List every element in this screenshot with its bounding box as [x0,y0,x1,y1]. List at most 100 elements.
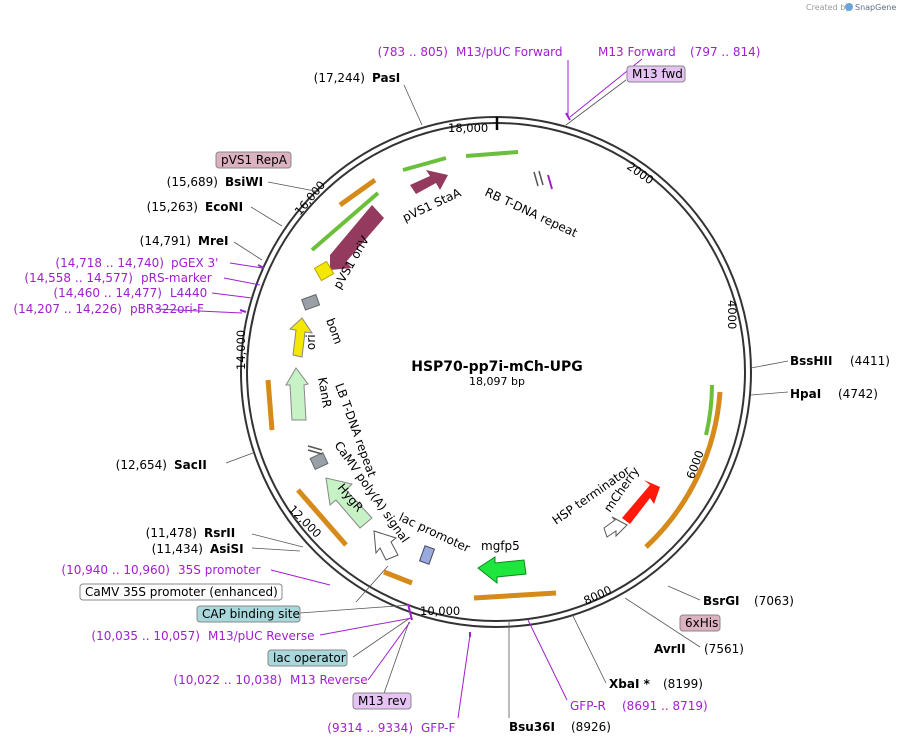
primer-name: GFP-R [570,699,606,713]
lac-operator-box[interactable] [267,649,348,667]
snapgene-logo-icon [845,3,853,11]
ori-small-box[interactable] [313,260,335,282]
pvs1-oriv-arrow[interactable] [330,205,384,270]
kanr-arrow[interactable] [285,367,309,421]
orf-bottom-2[interactable] [473,590,557,601]
boxed-label: M13 rev [358,694,407,708]
enzyme-name: XbaI * [609,677,651,691]
feature-arrows [265,150,723,601]
leader-lines [225,79,789,718]
mgfp5-arrow[interactable] [477,556,527,585]
enzyme-name: EcoNI [205,200,243,214]
hsp-terminator-arrow[interactable] [603,516,628,538]
primer-range: (10,035 .. 10,057) [91,629,200,643]
watermark-brand: SnapGene [855,3,896,12]
enzyme-pos: (14,791) [140,234,191,248]
pvs1-repa-box[interactable] [215,151,292,169]
tick-label: 16,000 [292,178,329,218]
m13-rev-box[interactable] [352,692,412,710]
enzyme-pos: (17,244) [314,71,365,85]
enzyme-name: BsrGI [703,594,740,608]
camv35s-box[interactable] [79,583,283,601]
boxed-label: 6xHis [685,616,718,630]
primer-name: M13/pUC Reverse [208,629,315,643]
primer-range: (14,718 .. 14,740) [55,256,164,270]
primer-name: M13 Reverse [290,673,368,687]
primer-name: 35S promoter [178,563,260,577]
enzyme-pos: (15,263) [147,200,198,214]
enzyme-pos: (15,689) [167,175,218,189]
enzyme-pos: (4742) [838,387,878,401]
orf-left-1[interactable] [338,177,377,208]
cap-binding-box[interactable] [196,605,301,623]
tick-label: 14,000 [234,330,248,370]
orf-top-2[interactable] [402,156,447,172]
primer-range: (9314 .. 9334) [327,721,413,735]
enzyme-name: Bsu36I [509,720,555,734]
6xhis-box[interactable] [679,614,721,632]
primer-name: M13/pUC Forward [456,45,563,59]
primer-marks [239,112,571,637]
tick-label: 4000 [725,300,739,329]
enzyme-labels: (17,244) PasI (15,689) BsiWI (15,263) Ec… [116,71,890,734]
boxed-label: CAP binding site [202,607,300,621]
orf-top[interactable] [465,150,519,158]
tick-label: 10,000 [420,604,460,618]
tick-label: 18,000 [448,121,488,135]
enzyme-pos: (7561) [704,642,744,656]
orf-left-2[interactable] [310,191,380,252]
primer-name: pGEX 3' [171,256,218,270]
boxed-label: CaMV 35S promoter (enhanced) [85,585,278,599]
orf-right-2[interactable] [704,384,714,436]
rb-tdna-repeat-mark[interactable] [533,170,544,187]
enzyme-name: HpaI [790,387,821,401]
hygr-arrow[interactable] [325,477,373,529]
enzyme-pos: (8199) [663,677,703,691]
m13-fwd-box[interactable] [626,65,686,83]
lac-operator-mark[interactable] [418,545,436,565]
primer-range: (14,207 .. 14,226) [13,302,122,316]
pvs1-staa-arrow[interactable] [410,170,448,194]
feature-label: RB T-DNA repeat [483,185,580,240]
boxed-label: pVS1 RepA [221,153,288,167]
tick-label: 12,000 [286,502,324,540]
enzyme-name: PasI [372,71,400,85]
orf-bottom-1[interactable] [383,569,413,586]
orf-left-3[interactable] [265,379,275,431]
enzyme-name: BssHII [790,354,832,368]
camv-polya-box[interactable] [309,451,329,471]
primer-range: (14,558 .. 14,577) [24,271,133,285]
primer-range: (10,940 .. 10,960) [61,563,170,577]
enzyme-pos: (12,654) [116,458,167,472]
primer-name: pRS-marker [141,271,212,285]
plasmid-length: 18,097 bp [469,375,525,388]
lac-promoter-arrow[interactable] [373,530,399,561]
enzyme-name: MreI [198,234,228,248]
primer-name: L4440 [170,286,207,300]
bom-box[interactable] [301,293,321,311]
mcherry-arrow[interactable] [622,480,660,524]
lb-tdna-repeat-mark[interactable] [307,445,323,455]
feature-label: ori [304,334,318,350]
watermark-created-by: Created by [806,3,850,12]
enzyme-name: SacII [174,458,207,472]
feature-label: mgfp5 [481,539,520,553]
boxed-label: M13 fwd [632,67,683,81]
orf-right-1[interactable] [644,391,723,549]
enzyme-pos: (11,434) [152,542,203,556]
enzyme-pos: (11,478) [146,526,197,540]
tick-label: 8000 [581,583,613,608]
primer-range: (14,460 .. 14,477) [53,286,162,300]
tick-label: 2000 [624,159,656,187]
enzyme-pos: (4411) [850,354,890,368]
primer-range: (10,022 .. 10,038) [173,673,282,687]
ori-arrow[interactable] [288,317,314,358]
orf-left-4[interactable] [296,488,348,547]
enzyme-pos: (7063) [754,594,794,608]
enzyme-pos: (8926) [571,720,611,734]
enzyme-name: BsiWI [225,175,263,189]
primer-labels: (783 .. 805) M13/pUC Forward M13 Forward… [13,45,760,735]
enzyme-name: AvrII [654,642,686,656]
enzyme-name: AsiSI [210,542,244,556]
